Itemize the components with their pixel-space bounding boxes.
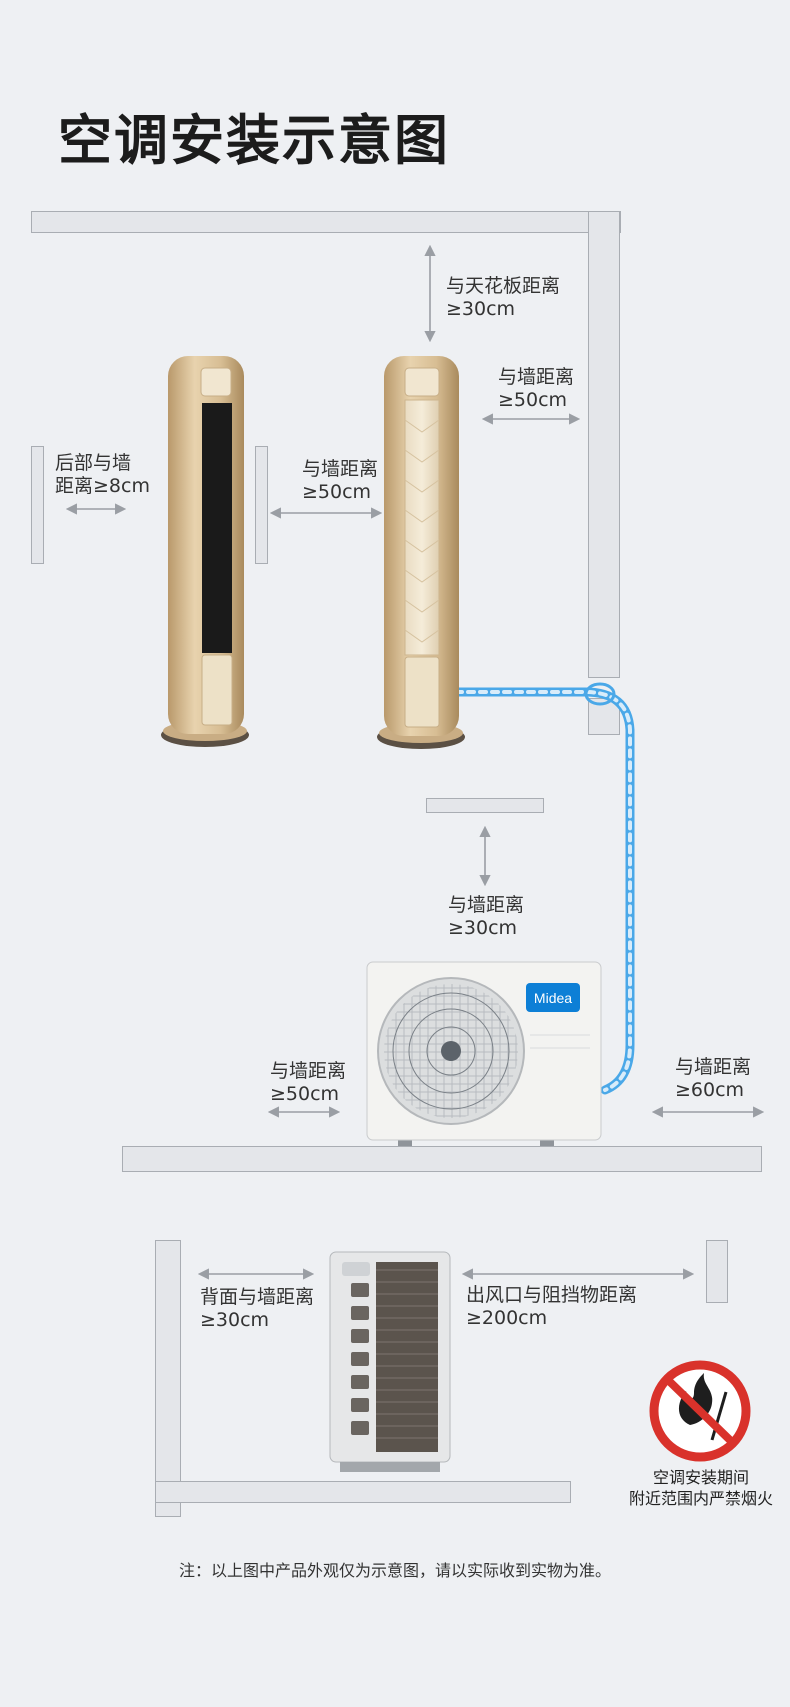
side-wall-left [155, 1240, 181, 1517]
indoor-unit-left [161, 356, 249, 747]
outdoor-unit-side [329, 1251, 451, 1472]
outdoor-right-distance-label: 与墙距离≥60cm [675, 1056, 752, 1101]
right-wall-distance-label: 与墙距离≥50cm [498, 366, 575, 411]
floor-slab [122, 1146, 762, 1172]
right-wall [588, 211, 620, 678]
refrigerant-pipe [451, 682, 635, 1095]
outdoor-unit: Midea [366, 961, 602, 1146]
no-fire-warning: 空调安装期间 附近范围内严禁烟火 [628, 1468, 773, 1508]
back-wall-middle [255, 446, 268, 564]
footnote: 注：以上图中产品外观仅为示意图，请以实际收到实物为准。 [178, 1561, 611, 1580]
brand-logo: Midea [534, 990, 572, 1006]
no-fire-icon [649, 1360, 751, 1462]
back-wall-distance-label: 后部与墙距离≥8cm [55, 452, 150, 497]
side-wall-right [706, 1240, 728, 1303]
indoor-unit-right [377, 356, 465, 749]
outdoor-left-distance-label: 与墙距离≥50cm [270, 1060, 347, 1105]
outdoor-top-distance-label: 与墙距离≥30cm [448, 894, 525, 939]
between-units-distance-label: 与墙距离≥50cm [302, 458, 379, 503]
side-floor-slab [155, 1481, 571, 1503]
ceiling-distance-label: 与天花板距离≥30cm [446, 275, 561, 320]
ceiling-wall [31, 211, 621, 233]
dimension-arrows [65, 244, 765, 1280]
outlet-distance-label: 出风口与阻挡物距离≥200cm [466, 1284, 638, 1329]
back-wall-left [31, 446, 44, 564]
back-side-distance-label: 背面与墙距离≥30cm [200, 1286, 315, 1331]
outdoor-top-wall [426, 798, 544, 813]
page-title: 空调安装示意图 [58, 109, 450, 172]
